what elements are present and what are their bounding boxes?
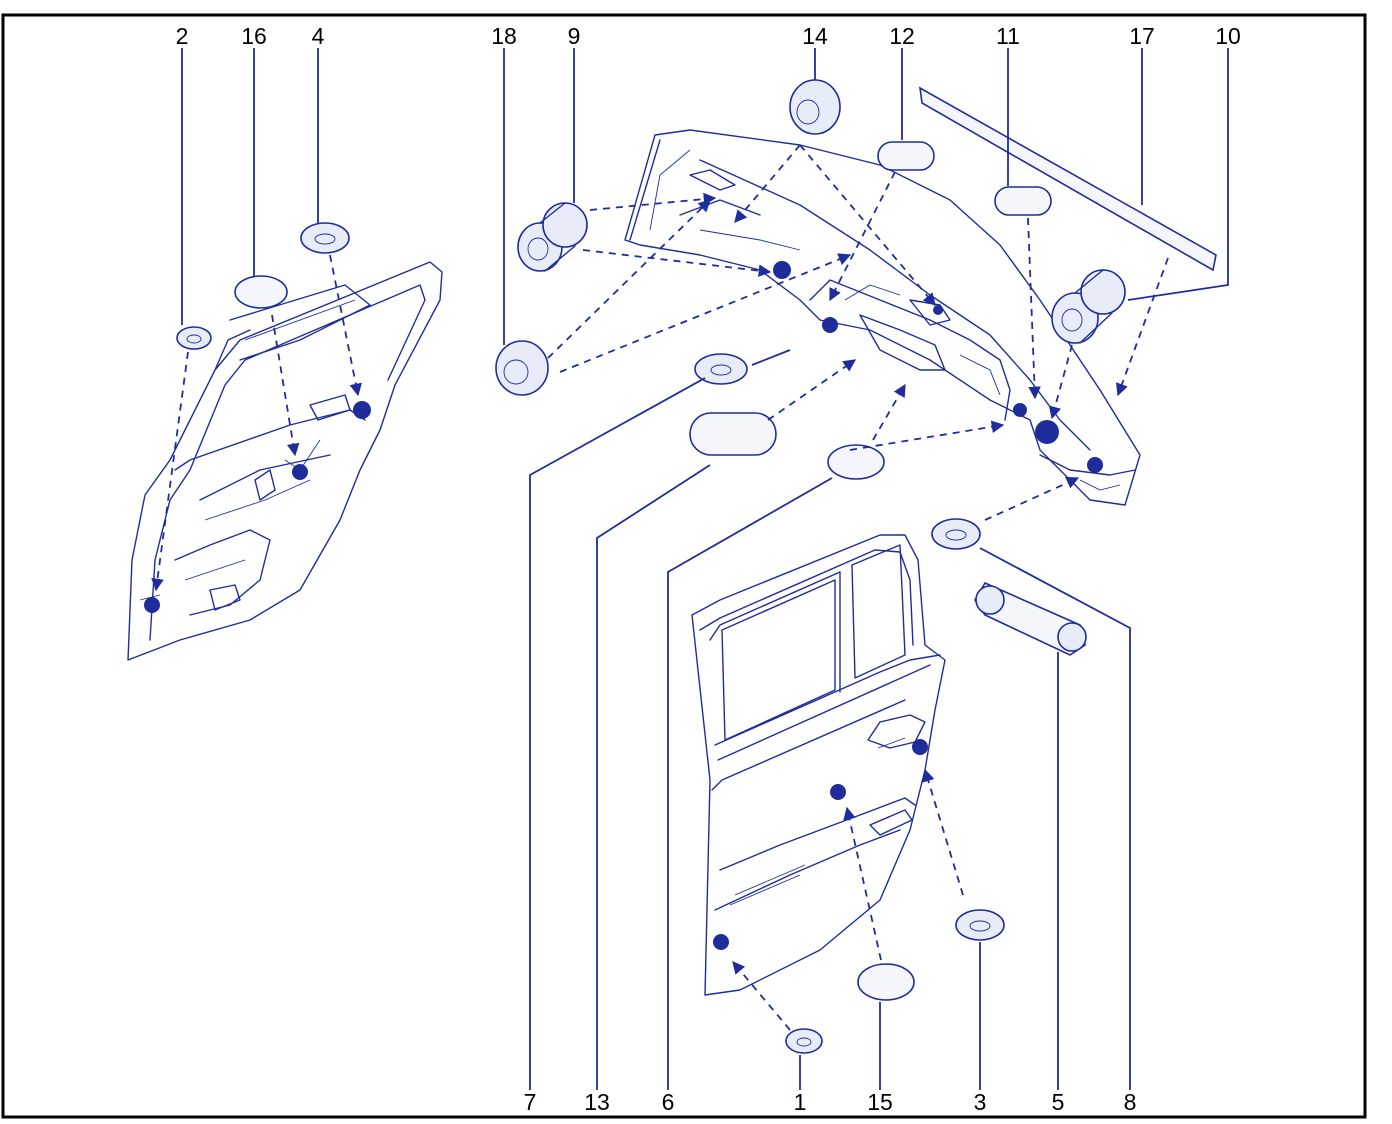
leader-13 [596, 464, 711, 1090]
callout-15: 15 [867, 1089, 893, 1115]
arrow-11 [1027, 217, 1041, 400]
tailgate-hole-8 [1087, 457, 1103, 473]
door-hole-4 [353, 401, 371, 419]
callout-8: 8 [1124, 1089, 1137, 1115]
bumper-14 [789, 79, 841, 135]
side-door-outer-panel [691, 534, 946, 996]
arrow-3 [922, 768, 964, 896]
tailgate-hole-14 [933, 305, 943, 315]
leader-8 [979, 547, 1131, 1090]
arrow-16 [271, 314, 300, 457]
door-hole-16 [292, 464, 308, 480]
arrow-1 [732, 961, 791, 1031]
callout-16: 16 [241, 23, 267, 49]
side-door-hole-3 [912, 739, 928, 755]
border [1, 13, 1367, 1119]
tailgate-hole-11 [1013, 403, 1027, 417]
arrow-2 [151, 351, 189, 592]
callout-9: 9 [568, 23, 581, 49]
plug-4 [300, 222, 350, 254]
plug-6 [827, 444, 885, 480]
callout-12: 12 [889, 23, 915, 49]
arrow-14b [799, 144, 936, 306]
callout-1: 1 [794, 1089, 807, 1115]
arrow-6-up [872, 383, 906, 441]
plug-8 [931, 518, 981, 550]
tailgate-hole-18 [822, 317, 838, 333]
arrow-9b [589, 192, 717, 211]
leader-7 [529, 377, 706, 1090]
side-door-hole-15 [830, 784, 846, 800]
arrow-10 [1048, 344, 1073, 420]
oval-plug-12 [877, 141, 935, 171]
callout-10: 10 [1215, 23, 1241, 49]
hinge-5 [974, 581, 1087, 656]
callout-7: 7 [524, 1089, 537, 1115]
leader-10 [1127, 48, 1229, 301]
arrow-17 [1115, 257, 1169, 397]
tailgate-hole-10 [1035, 420, 1059, 444]
arrow-12 [829, 171, 896, 302]
arrow-13 [767, 359, 857, 421]
plug-3 [955, 909, 1005, 941]
bumper-18 [495, 340, 549, 396]
arrow-6-right [849, 420, 1005, 451]
arrow-8 [984, 476, 1080, 521]
side-door-hole-1 [713, 934, 729, 950]
callout-3: 3 [974, 1089, 987, 1115]
leader-6 [667, 477, 833, 1090]
oval-plug-13 [689, 412, 777, 456]
callout-11: 11 [996, 23, 1020, 49]
callout-2: 2 [176, 23, 189, 49]
plug-16 [234, 275, 288, 309]
callout-18: 18 [491, 23, 517, 49]
tailgate-hole-9 [773, 261, 791, 279]
door-hole-2 [144, 597, 160, 613]
arrow-4 [329, 254, 362, 397]
callout-17: 17 [1129, 23, 1155, 49]
bumper-9 [517, 202, 588, 272]
arrow-18a [547, 199, 711, 359]
arrow-18b [559, 253, 852, 373]
oval-plug-11 [994, 186, 1052, 216]
callout-4: 4 [312, 23, 325, 49]
callout-6: 6 [662, 1089, 675, 1115]
callout-13: 13 [584, 1089, 610, 1115]
rear-door-inner-panel [127, 261, 443, 661]
plug-7 [694, 353, 748, 385]
plug-1 [785, 1028, 823, 1054]
arrow-9a [582, 249, 772, 277]
callout-14: 14 [802, 23, 828, 49]
callout-5: 5 [1052, 1089, 1065, 1115]
plug-15 [857, 963, 915, 1001]
link-7 [751, 349, 791, 366]
plug-2 [176, 326, 212, 350]
arrow-14a [734, 144, 801, 223]
strip-17 [918, 86, 1217, 272]
bumper-10 [1051, 269, 1126, 344]
